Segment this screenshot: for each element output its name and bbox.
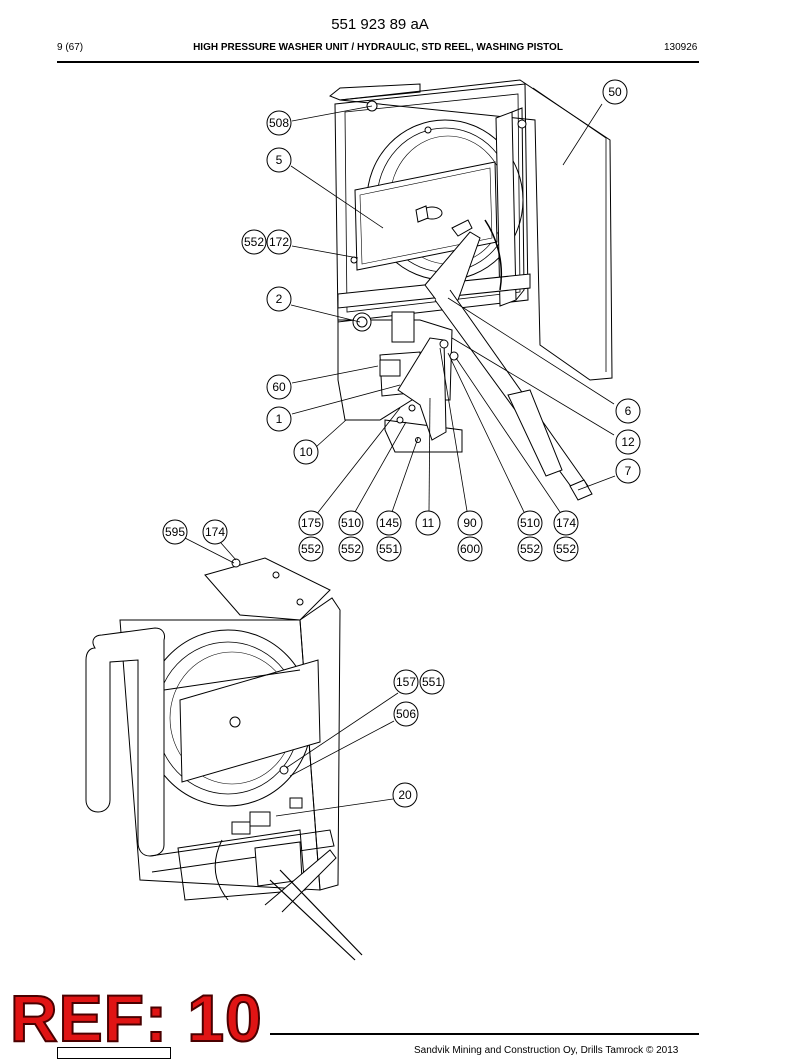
callout-552: 552 bbox=[556, 542, 576, 556]
callout-10: 10 bbox=[299, 445, 313, 459]
callout-174: 174 bbox=[556, 516, 576, 530]
document-date: 130926 bbox=[664, 42, 698, 53]
leader-lines bbox=[182, 103, 616, 817]
footer-copyright: Sandvik Mining and Construction Oy, Dril… bbox=[414, 1045, 679, 1056]
callout-551: 551 bbox=[422, 675, 442, 689]
callout-numbers: 50 508 5 552 172 2 60 1 10 6 12 7 175 51… bbox=[165, 85, 635, 802]
callout-174: 174 bbox=[205, 525, 225, 539]
document-title: HIGH PRESSURE WASHER UNIT / HYDRAULIC, S… bbox=[193, 42, 563, 53]
callout-510: 510 bbox=[520, 516, 540, 530]
callout-551: 551 bbox=[379, 542, 399, 556]
callout-50: 50 bbox=[608, 85, 622, 99]
callout-508: 508 bbox=[269, 116, 289, 130]
callout-552: 552 bbox=[244, 235, 264, 249]
callout-552: 552 bbox=[520, 542, 540, 556]
callout-6: 6 bbox=[625, 404, 632, 418]
header-rule bbox=[57, 61, 699, 63]
callout-11: 11 bbox=[422, 516, 435, 530]
page-number: 9 (67) bbox=[57, 42, 84, 53]
callout-90: 90 bbox=[463, 516, 477, 530]
callout-510: 510 bbox=[341, 516, 361, 530]
lower-assembly bbox=[85, 557, 363, 961]
callout-bubbles bbox=[162, 79, 641, 808]
callout-20: 20 bbox=[398, 788, 412, 802]
callout-600: 600 bbox=[460, 542, 480, 556]
callout-175: 175 bbox=[301, 516, 321, 530]
callout-60: 60 bbox=[272, 380, 286, 394]
callout-1: 1 bbox=[276, 412, 283, 426]
callout-7: 7 bbox=[625, 464, 632, 478]
callout-145: 145 bbox=[379, 516, 399, 530]
callout-552: 552 bbox=[301, 542, 321, 556]
callout-506: 506 bbox=[396, 707, 416, 721]
sandvik-logo-icon bbox=[57, 1047, 171, 1059]
callout-595: 595 bbox=[165, 525, 185, 539]
document-number: 551 923 89 aA bbox=[331, 16, 429, 33]
callout-5: 5 bbox=[276, 153, 283, 167]
upper-assembly bbox=[329, 79, 613, 501]
callout-552: 552 bbox=[341, 542, 361, 556]
callout-12: 12 bbox=[621, 435, 635, 449]
callout-2: 2 bbox=[276, 292, 283, 306]
reference-stamp: REF: 10 bbox=[9, 981, 263, 1055]
callout-157: 157 bbox=[396, 675, 416, 689]
footer-rule bbox=[270, 1033, 699, 1035]
callout-172: 172 bbox=[269, 235, 289, 249]
